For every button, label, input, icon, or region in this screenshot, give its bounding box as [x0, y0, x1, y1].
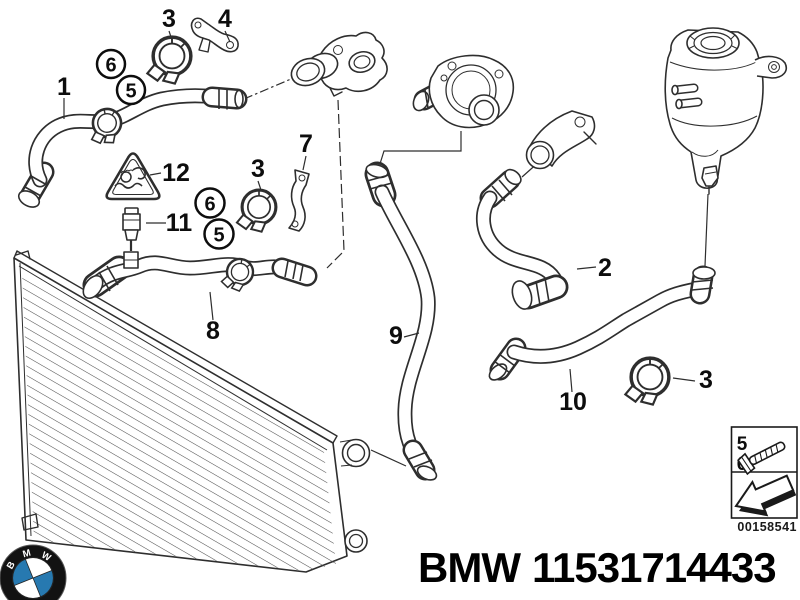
tank-bleed-screw: [701, 165, 719, 195]
water-flange: [290, 31, 388, 97]
radiator-lower-port: [344, 529, 368, 553]
radiator-upper-port: [339, 438, 371, 468]
svg-text:5: 5: [213, 225, 224, 247]
tank-mount-ear: [754, 55, 788, 79]
callout-11: 11: [166, 209, 193, 237]
hose-9: [364, 161, 438, 481]
part-number-text: 11531714433: [532, 544, 776, 591]
tank-cap: [686, 27, 740, 59]
callout-3-top: 3: [162, 5, 176, 33]
callout-7: 7: [299, 130, 313, 158]
hose-1: [17, 86, 248, 208]
bracket-7: [288, 169, 310, 232]
thermostat-housing: [412, 54, 515, 129]
callout-4: 4: [218, 5, 232, 33]
legend-item-5: 5: [737, 434, 748, 455]
logo-letter-m: M: [22, 548, 33, 561]
callout-9: 9: [389, 322, 403, 350]
expansion-tank: [664, 27, 788, 195]
outlet-flange: [525, 110, 597, 170]
hose-2: [475, 168, 569, 310]
temperature-sensor-11: [122, 207, 141, 251]
svg-text:6: 6: [105, 55, 116, 77]
hose-clamp-3a: [145, 35, 193, 86]
hose-clamp-3c: [623, 356, 671, 407]
callout-3-right: 3: [699, 366, 713, 394]
warning-triangle-12: [105, 152, 161, 201]
diagram-code: 00158541: [737, 520, 797, 534]
callout-labels: 3 4 1 12 11 3 7 8 9 2 10 3 6 5 6 5: [57, 5, 713, 416]
svg-text:5: 5: [125, 81, 136, 103]
callout-1: 1: [57, 73, 71, 101]
hose-10: [488, 265, 716, 381]
scald-hazard-glyph: [114, 167, 146, 189]
legend-box: 5 6: [730, 426, 798, 519]
direction-arrow-icon: [734, 474, 797, 517]
callout-12: 12: [162, 159, 190, 187]
callout-8: 8: [206, 317, 220, 345]
brand-text: BMW: [418, 544, 521, 591]
callout-2: 2: [598, 254, 612, 282]
bolt-icon: [737, 441, 786, 476]
hose-8: [82, 251, 318, 300]
circled-callout-6-mid: 6: [194, 187, 226, 219]
circled-callout-6-top: 6: [95, 48, 127, 80]
radiator-bottom-tab: [21, 513, 39, 531]
svg-text:6: 6: [204, 194, 215, 216]
logo-letter-b: B: [5, 560, 18, 572]
bmw-logo: B M W: [0, 544, 67, 600]
circled-callout-5-top: 5: [115, 74, 147, 106]
radiator-top-tab: [15, 250, 31, 260]
callout-10: 10: [559, 388, 587, 416]
circled-callout-5-mid: 5: [203, 218, 235, 250]
radiator-core-fins: [22, 272, 336, 571]
radiator: [13, 250, 371, 573]
callout-3-mid: 3: [251, 155, 265, 183]
tank-nipples: [671, 83, 703, 110]
hose-clamp-3b: [235, 188, 278, 234]
